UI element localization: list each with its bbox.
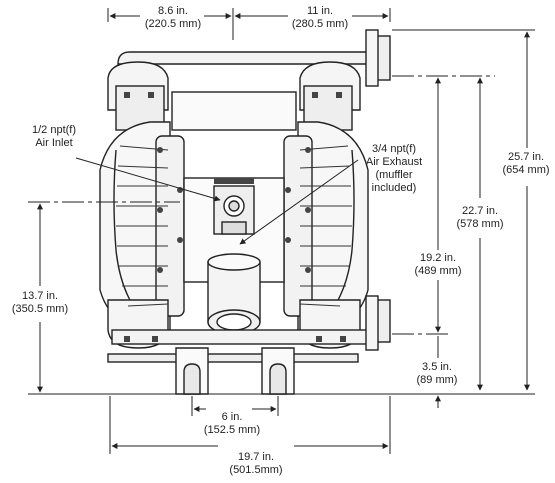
dim-mid-height-mm: (489 mm): [414, 265, 462, 277]
dim-overall-height: 25.7 in. (654 mm): [497, 151, 555, 177]
dim-mid-height: 19.2 in. (489 mm): [408, 252, 468, 278]
dim-overall-width-mm: (501.5mm): [229, 464, 283, 476]
dim-inlet-height-in: 13.7 in.: [21, 290, 59, 302]
dimension-lines: [28, 8, 535, 454]
dim-upper-height: 22.7 in. (578 mm): [450, 205, 510, 231]
callout-air-inlet-label: Air Inlet: [35, 137, 73, 149]
dim-overall-width-in: 19.7 in.: [237, 451, 275, 463]
dim-top-right: 11 in. (280.5 mm): [288, 5, 352, 31]
dim-top-right-mm: (280.5 mm): [291, 18, 349, 30]
dim-bottom-height-mm: (89 mm): [416, 374, 458, 386]
bolts: [124, 92, 346, 342]
dim-upper-height-mm: (578 mm): [456, 218, 504, 230]
dim-top-right-in: 11 in.: [306, 5, 334, 17]
dim-bottom-height: 3.5 in. (89 mm): [406, 361, 468, 387]
callout-air-exhaust-note1: (muffler: [375, 169, 413, 181]
dim-bottom-height-in: 3.5 in.: [422, 361, 452, 373]
dim-overall-width: 19.7 in. (501.5mm): [220, 451, 292, 477]
diaphragm-ribs: [116, 145, 352, 307]
dim-mid-height-in: 19.2 in.: [419, 252, 457, 264]
dim-foot-spacing-in: 6 in.: [221, 411, 243, 423]
callout-air-exhaust-label: Air Exhaust: [365, 156, 423, 168]
dim-top-left-mm: (220.5 mm): [144, 18, 202, 30]
callout-air-inlet-size: 1/2 npt(f): [31, 124, 77, 136]
dim-top-left-in: 8.6 in.: [158, 5, 188, 17]
dim-upper-height-in: 22.7 in.: [461, 205, 499, 217]
callout-air-inlet: 1/2 npt(f) Air Inlet: [18, 124, 90, 150]
dim-top-left: 8.6 in. (220.5 mm): [141, 5, 205, 31]
dim-foot-spacing-mm: (152.5 mm): [203, 424, 261, 436]
callout-air-exhaust-note2: included): [371, 182, 417, 194]
pump-body: [99, 29, 391, 395]
callout-air-exhaust: 3/4 npt(f) Air Exhaust (muffler included…: [358, 143, 430, 195]
dim-foot-spacing: 6 in. (152.5 mm): [200, 411, 264, 437]
callout-air-exhaust-size: 3/4 npt(f): [371, 143, 417, 155]
dim-inlet-height: 13.7 in. (350.5 mm): [4, 290, 76, 316]
dim-inlet-height-mm: (350.5 mm): [11, 303, 69, 315]
dim-overall-height-in: 25.7 in.: [507, 151, 545, 163]
dim-overall-height-mm: (654 mm): [502, 164, 550, 176]
